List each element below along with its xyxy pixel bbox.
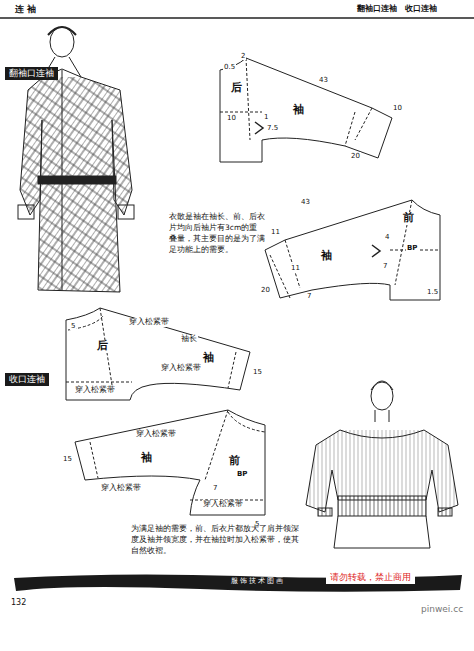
instruction-label: 穿入松紧带 (74, 386, 116, 395)
instruction-label: 穿入松紧带 (135, 430, 177, 439)
instruction-label: 穿入松紧带 (128, 318, 170, 327)
mark-label: BP (236, 470, 248, 478)
page-header: 翻袖口连袖 收口连袖 (356, 4, 438, 13)
section-tag: 请勿转载，禁止商用 (326, 571, 415, 584)
dimension: 43 (318, 76, 329, 84)
dimension: 43 (300, 198, 311, 206)
piece-name: 后 (96, 340, 109, 353)
page-header: 连 袖 (14, 4, 37, 14)
dimension: 11 (290, 264, 301, 272)
watermark: pinwei.cc (420, 604, 464, 614)
dimension: 11 (270, 228, 281, 236)
dimension: 20 (350, 152, 361, 160)
piece-name: 前 (228, 455, 241, 468)
dimension: 袖长 (180, 335, 198, 344)
instruction-label: 穿入松紧带 (202, 500, 244, 509)
dimension: 1.5 (426, 288, 439, 296)
tag-text: 翻袖口连袖 (9, 68, 54, 78)
dimension: 4 (384, 233, 390, 241)
dimension: 7 (382, 262, 388, 270)
dimension: 20 (260, 286, 271, 294)
instruction-label: 穿入松紧带 (160, 364, 202, 373)
dimension: 2 (240, 52, 246, 60)
dimension: 10 (226, 114, 237, 122)
book-title: 服 饰 技 术 图 画 (230, 578, 284, 585)
description-note: 为满足袖的需要，前、后衣片都放大了肩并领深度及袖并领宽度，并在袖拉时加入松紧带，… (130, 524, 304, 557)
section-tag: 翻袖口连袖 (5, 67, 58, 80)
dimension: 7 (306, 292, 312, 300)
page-number: 132 (10, 598, 27, 607)
mark-label: BP (406, 244, 418, 252)
instruction-label: 穿入松紧带 (100, 484, 142, 493)
description-note: 衣散是袖在袖长、前、后衣片均向后袖片有3cm的重叠量，其主要目的是为了满足功能上… (168, 212, 266, 256)
piece-name: 袖 (320, 250, 333, 263)
dimension: 7.5 (266, 124, 279, 132)
dimension: 5 (70, 322, 76, 330)
dimension: 0.5 (223, 63, 236, 71)
piece-name: 袖 (292, 104, 305, 117)
dimension: 1 (263, 113, 269, 121)
piece-name: 袖 (202, 352, 215, 365)
dimension: 15 (62, 455, 73, 463)
piece-name: 后 (230, 82, 243, 95)
tag-text: 请勿转载，禁止商用 (330, 572, 411, 582)
piece-name: 前 (402, 212, 415, 225)
tag-text: 收口连袖 (9, 374, 45, 384)
dimension: 7 (212, 484, 218, 492)
piece-name: 袖 (140, 452, 153, 465)
dimension: 15 (252, 368, 263, 376)
section-tag: 收口连袖 (5, 373, 49, 386)
dimension: 10 (392, 104, 403, 112)
